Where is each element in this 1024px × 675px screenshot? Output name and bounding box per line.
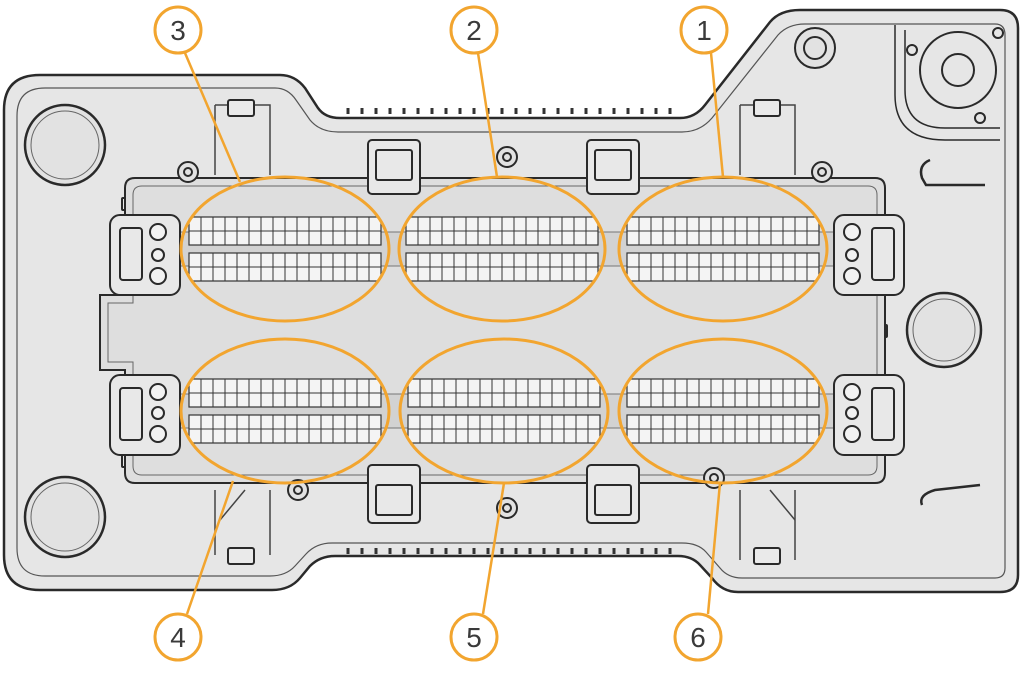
- hook-top: [919, 158, 985, 187]
- tile-grid-5: [407, 378, 601, 444]
- tile-grid-2: [405, 216, 599, 282]
- tile-grids: [188, 216, 820, 444]
- corner-well-right: [905, 291, 983, 369]
- leader-line-2: [476, 52, 499, 178]
- hook-bottom: [920, 483, 981, 506]
- callout-label: 3: [170, 15, 186, 46]
- callout-circle: [449, 5, 499, 55]
- leader-lines: [183, 52, 725, 615]
- callout-circle: [153, 612, 203, 662]
- callout-6: 6: [673, 612, 723, 662]
- leader-line-6: [706, 482, 722, 615]
- callout-circle: [673, 612, 723, 662]
- callout-label: 5: [466, 622, 482, 653]
- top-ridges: [346, 108, 672, 114]
- callout-label: 4: [170, 622, 186, 653]
- port-assembly: [794, 25, 1004, 141]
- callout-4: 4: [153, 612, 203, 662]
- bottom-ridges: [346, 548, 672, 554]
- clips: [367, 139, 640, 524]
- callout-circle: [679, 5, 729, 55]
- callout-2: 2: [449, 5, 499, 55]
- leader-line-5: [481, 482, 506, 615]
- tile-grid-1: [626, 216, 820, 282]
- tile-grid-6: [626, 378, 820, 444]
- callout-label: 2: [466, 15, 482, 46]
- leader-line-3: [183, 52, 242, 183]
- callout-5: 5: [449, 612, 499, 662]
- callout-circle: [153, 5, 203, 55]
- callout-circle: [449, 612, 499, 662]
- highlight-region-4: [179, 337, 391, 485]
- latch-holes: [149, 223, 861, 443]
- callout-label: 6: [690, 622, 706, 653]
- corner-well-bottom-left: [23, 475, 107, 559]
- screw-holes: [177, 146, 833, 519]
- leader-line-4: [185, 480, 235, 615]
- highlight-region-2: [397, 175, 607, 323]
- leader-line-1: [709, 52, 725, 178]
- highlight-region-3: [179, 175, 391, 323]
- corner-well-top-left: [23, 103, 107, 187]
- callout-label: 1: [696, 15, 712, 46]
- tile-grid-4: [188, 378, 382, 444]
- callout-1: 1: [679, 5, 729, 55]
- cartridge-inner-outline: [16, 23, 1006, 579]
- callout-3: 3: [153, 5, 203, 55]
- tile-grid-3: [188, 216, 382, 282]
- highlight-region-6: [617, 337, 829, 485]
